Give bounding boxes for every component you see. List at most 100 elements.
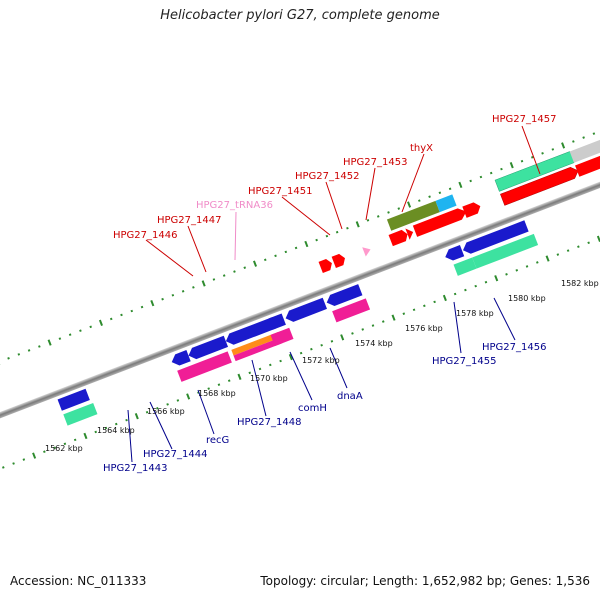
gene-magenta-minus[interactable] [233, 337, 283, 362]
major-tick [150, 299, 155, 307]
minor-tick [315, 238, 318, 242]
gene-olive-plus[interactable] [386, 200, 440, 231]
map-title: Helicobacter pylori G27, complete genome [160, 8, 440, 23]
minor-tick [376, 215, 380, 218]
minor-tick [140, 305, 144, 309]
gene-teal-minus[interactable] [63, 402, 98, 426]
minor-tick [402, 312, 406, 316]
minor-tick [556, 253, 560, 256]
gene-label-hpg27-1457[interactable]: HPG27_1457 [492, 114, 556, 125]
major-tick [340, 334, 345, 341]
genome-summary-text: Topology: circular; Length: 1,652,982 bp… [260, 574, 590, 588]
minor-tick [572, 140, 575, 143]
minor-tick [130, 309, 134, 313]
minor-tick [58, 337, 62, 340]
minor-tick [104, 426, 108, 430]
gene-label-hpg27-1456[interactable]: HPG27_1456 [482, 342, 546, 353]
gene-teal-minus[interactable] [453, 257, 477, 276]
major-tick [391, 314, 396, 321]
gene-label-hpg27-1455[interactable]: HPG27_1455 [432, 356, 496, 367]
gene-label-hpg27-1448[interactable]: HPG27_1448 [237, 417, 301, 428]
gene-red-plus[interactable] [405, 226, 415, 240]
minor-tick [294, 246, 298, 250]
outer-tick-ring [0, 132, 596, 366]
minor-tick [227, 379, 231, 383]
gene-blue-minus[interactable] [186, 335, 229, 362]
minor-tick [366, 219, 370, 222]
scale-label: 1580 kbp [508, 294, 546, 303]
minor-tick [577, 245, 580, 248]
gene-blue-minus[interactable] [57, 388, 90, 411]
minor-tick [489, 171, 493, 175]
minor-tick [156, 407, 159, 410]
gene-blue-minus[interactable] [461, 220, 529, 256]
minor-tick [464, 288, 467, 292]
minor-tick [330, 340, 334, 343]
minor-tick [73, 438, 77, 442]
minor-tick [248, 371, 252, 375]
gene-label-dnaa[interactable]: dnaA [337, 391, 363, 402]
minor-tick [269, 363, 272, 367]
minor-tick [397, 207, 401, 210]
gene-red-plus[interactable] [500, 165, 580, 206]
minor-tick [171, 293, 175, 297]
genome-backbone [0, 168, 600, 432]
major-tick [494, 275, 499, 282]
gene-magenta-minus[interactable] [332, 298, 371, 323]
major-tick [237, 373, 242, 380]
inner-tick-ring [2, 235, 600, 469]
gene-teal-minus[interactable] [472, 233, 539, 269]
major-tick [458, 181, 463, 189]
gene-label-hpg27-1447[interactable]: HPG27_1447 [157, 215, 221, 226]
gene-red-plus[interactable] [318, 258, 335, 274]
minor-tick [500, 167, 503, 171]
major-tick [201, 280, 206, 287]
gene-blue-minus[interactable] [224, 317, 277, 347]
gene-red-plus[interactable] [462, 201, 482, 218]
minor-tick [525, 265, 529, 268]
minor-tick [222, 274, 226, 277]
gene-label-hpg27-1452[interactable]: HPG27_1452 [295, 171, 359, 182]
gene-label-hpg27-1453[interactable]: HPG27_1453 [343, 157, 407, 168]
minor-tick [423, 304, 426, 308]
major-tick [442, 294, 447, 302]
gene-cyan-plus[interactable] [435, 194, 457, 213]
minor-tick [433, 300, 436, 304]
minor-tick [361, 328, 365, 331]
gene-magenta-minus[interactable] [270, 327, 294, 347]
gene-red-plus[interactable] [331, 252, 348, 269]
gene-blue-minus[interactable] [170, 350, 191, 368]
major-tick [186, 393, 191, 400]
gene-red-plus[interactable] [412, 206, 469, 237]
gene-label-hpg27-1443[interactable]: HPG27_1443 [103, 463, 167, 474]
minor-tick [63, 442, 67, 446]
gene-label-hpg27-1451[interactable]: HPG27_1451 [248, 186, 312, 197]
minor-tick [192, 286, 195, 289]
gene-label-recg[interactable]: recG [206, 435, 229, 446]
gene-label-hpg27-1444[interactable]: HPG27_1444 [143, 449, 207, 460]
gene-blue-minus[interactable] [283, 297, 327, 324]
minor-tick [176, 399, 180, 402]
gene-label-thyx[interactable]: thyX [410, 143, 433, 154]
gene-blue-minus[interactable] [443, 245, 465, 263]
major-tick [134, 413, 139, 420]
minor-tick [79, 329, 82, 333]
minor-tick [505, 272, 508, 276]
minor-tick [125, 418, 128, 422]
gene-blue-minus[interactable] [263, 313, 286, 331]
gene-red-plus[interactable] [388, 228, 410, 247]
gene-red-plus[interactable] [575, 153, 600, 177]
gene-label-hpg27-1446[interactable]: HPG27_1446 [113, 230, 177, 241]
gene-magenta-minus[interactable] [177, 351, 232, 382]
gene-blue-minus[interactable] [325, 284, 363, 308]
minor-tick [114, 422, 118, 426]
major-tick [407, 201, 412, 208]
minor-tick [2, 466, 5, 469]
gene-label-layer: HPG27_1457 thyX HPG27_1453 HPG27_1452 HP… [103, 114, 556, 474]
trna-feature[interactable] [362, 245, 372, 257]
scale-label: 1576 kbp [405, 324, 443, 333]
gene-label-hpg27-trna36[interactable]: HPG27_tRNA36 [196, 200, 273, 211]
gene-orange-minus[interactable] [231, 332, 281, 356]
gene-label-comh[interactable]: comH [298, 403, 327, 414]
